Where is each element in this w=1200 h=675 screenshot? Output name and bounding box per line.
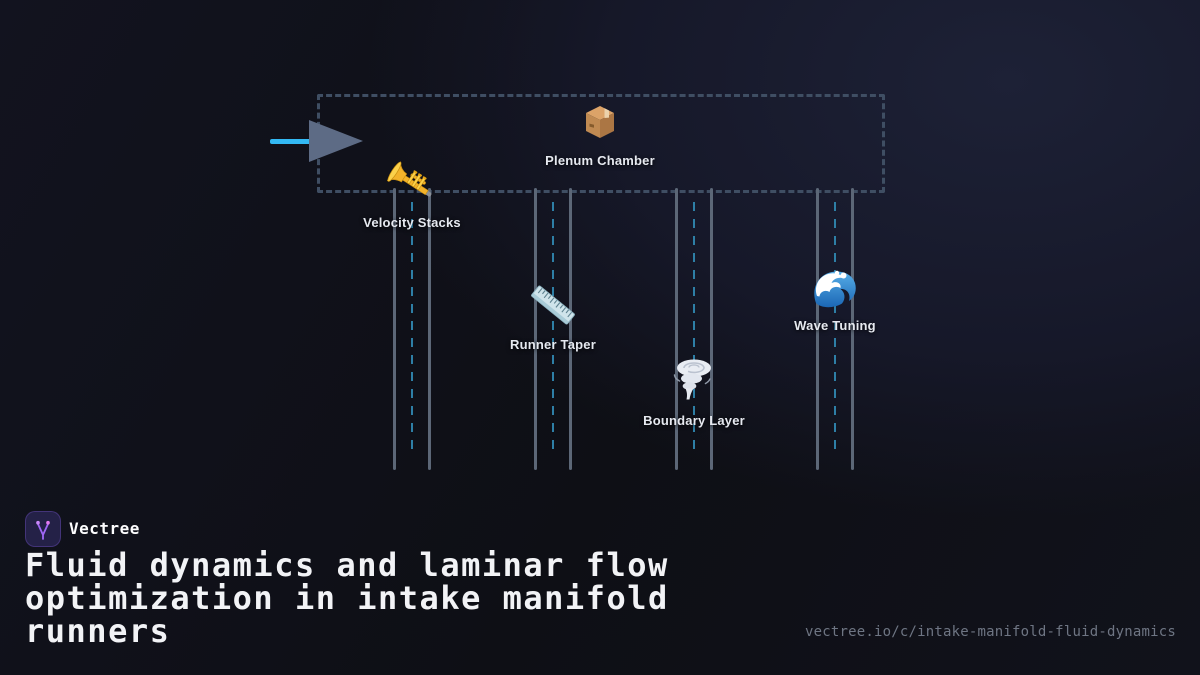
runner-wall (851, 188, 854, 470)
runner-tube-1 (393, 188, 431, 470)
runner-wall (710, 188, 713, 470)
flow-arrow-line (270, 139, 312, 144)
runner-wall (393, 188, 396, 470)
trumpet-icon (386, 159, 437, 214)
runner-label-velocity-stacks: Velocity Stacks (363, 215, 461, 230)
runner-label-runner-taper: Runner Taper (510, 337, 596, 352)
tornado-icon (670, 355, 718, 410)
runner-wall (816, 188, 819, 470)
runner-wall (534, 188, 537, 470)
page-url: vectree.io/c/intake-manifold-fluid-dynam… (804, 624, 1176, 640)
runner-centerline (693, 202, 695, 452)
package-icon (581, 103, 619, 146)
ruler-icon (527, 279, 579, 336)
runner-label-boundary-layer: Boundary Layer (643, 413, 745, 428)
runner-wall (569, 188, 572, 470)
runner-label-wave-tuning: Wave Tuning (794, 318, 876, 333)
wave-icon (809, 262, 861, 317)
runner-centerline (834, 202, 836, 452)
brand-name: Vectree (69, 519, 140, 538)
vectree-logo-icon (25, 511, 61, 547)
flow-arrow-icon (309, 120, 363, 162)
runner-centerline (411, 202, 413, 452)
page-title: Fluid dynamics and laminar flow optimiza… (25, 546, 669, 650)
runner-tube-2 (534, 188, 572, 470)
runner-wall (428, 188, 431, 470)
runner-wall (675, 188, 678, 470)
runner-tube-3 (675, 188, 713, 470)
runner-centerline (552, 202, 554, 452)
plenum-chamber-label: Plenum Chamber (545, 153, 655, 168)
runner-tube-4 (816, 188, 854, 470)
